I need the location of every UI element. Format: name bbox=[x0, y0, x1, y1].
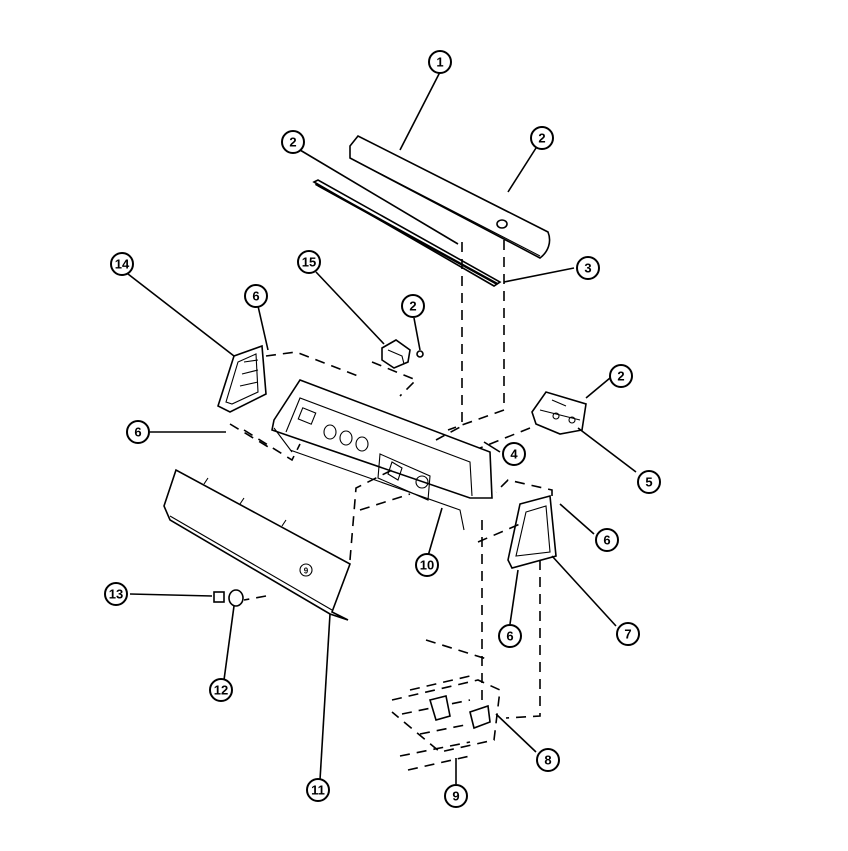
part-lower-bracket bbox=[391, 639, 501, 771]
part-right-end-cap bbox=[507, 494, 557, 569]
callouts: 1 2 2 3 14 6 15 2 2 6 4 5 6 10 13 7 6 12… bbox=[104, 50, 661, 808]
part-top-cover bbox=[349, 134, 551, 259]
callout-8-label: 8 bbox=[544, 753, 551, 768]
part-switch bbox=[381, 339, 424, 369]
callout-6-left: 6 bbox=[126, 420, 150, 444]
callout-12: 12 bbox=[209, 678, 233, 702]
callout-10-label: 10 bbox=[420, 558, 434, 573]
callout-8: 8 bbox=[536, 748, 560, 772]
callout-2-switch-label: 2 bbox=[409, 299, 416, 314]
callout-6-left-label: 6 bbox=[134, 425, 141, 440]
callout-10: 10 bbox=[415, 553, 439, 577]
callout-13-label: 13 bbox=[109, 587, 123, 602]
assembly-guide-lines bbox=[229, 240, 553, 719]
callout-4-label: 4 bbox=[510, 447, 518, 462]
callout-3-label: 3 bbox=[584, 261, 591, 276]
part-trim-strip bbox=[312, 179, 502, 287]
part-console-panel bbox=[271, 379, 493, 531]
callout-3: 3 bbox=[576, 256, 600, 280]
callout-7: 7 bbox=[616, 622, 640, 646]
callout-6-top-left-label: 6 bbox=[252, 289, 259, 304]
callout-15: 15 bbox=[297, 250, 321, 274]
callout-2-screw-a-label: 2 bbox=[289, 135, 296, 150]
callout-1: 1 bbox=[428, 50, 452, 74]
callout-5: 5 bbox=[637, 470, 661, 494]
callout-13: 13 bbox=[104, 582, 128, 606]
callout-2-screw-b: 2 bbox=[530, 126, 554, 150]
callout-15-label: 15 bbox=[302, 255, 316, 270]
callout-1-label: 1 bbox=[436, 55, 443, 70]
part-knob bbox=[213, 589, 244, 607]
callout-2-screw-a: 2 bbox=[281, 130, 305, 154]
part-front-control-panel bbox=[163, 468, 351, 621]
callout-2-timer: 2 bbox=[609, 364, 633, 388]
callout-2-switch: 2 bbox=[401, 294, 425, 318]
callout-4: 4 bbox=[502, 442, 526, 466]
callout-5-label: 5 bbox=[645, 475, 652, 490]
callout-6-bottom-right: 6 bbox=[498, 624, 522, 648]
callout-2-timer-label: 2 bbox=[617, 369, 624, 384]
callout-14: 14 bbox=[110, 252, 134, 276]
leader-lines bbox=[127, 71, 637, 784]
callout-9: 9 bbox=[444, 784, 468, 808]
callout-7-label: 7 bbox=[624, 627, 631, 642]
callout-6-top-left: 6 bbox=[244, 284, 268, 308]
callout-11-label: 11 bbox=[311, 783, 325, 798]
callout-9-label: 9 bbox=[452, 789, 459, 804]
callout-6-right: 6 bbox=[595, 528, 619, 552]
callout-14-label: 14 bbox=[115, 257, 130, 272]
callout-12-label: 12 bbox=[214, 683, 228, 698]
panel-marker-text: 9 bbox=[304, 567, 309, 576]
callout-11: 11 bbox=[306, 778, 330, 802]
callout-6-right-label: 6 bbox=[603, 533, 610, 548]
part-timer bbox=[531, 391, 587, 435]
callout-2-screw-b-label: 2 bbox=[538, 131, 545, 146]
callout-6-bottom-right-label: 6 bbox=[506, 629, 513, 644]
part-left-end-cap bbox=[217, 344, 267, 413]
